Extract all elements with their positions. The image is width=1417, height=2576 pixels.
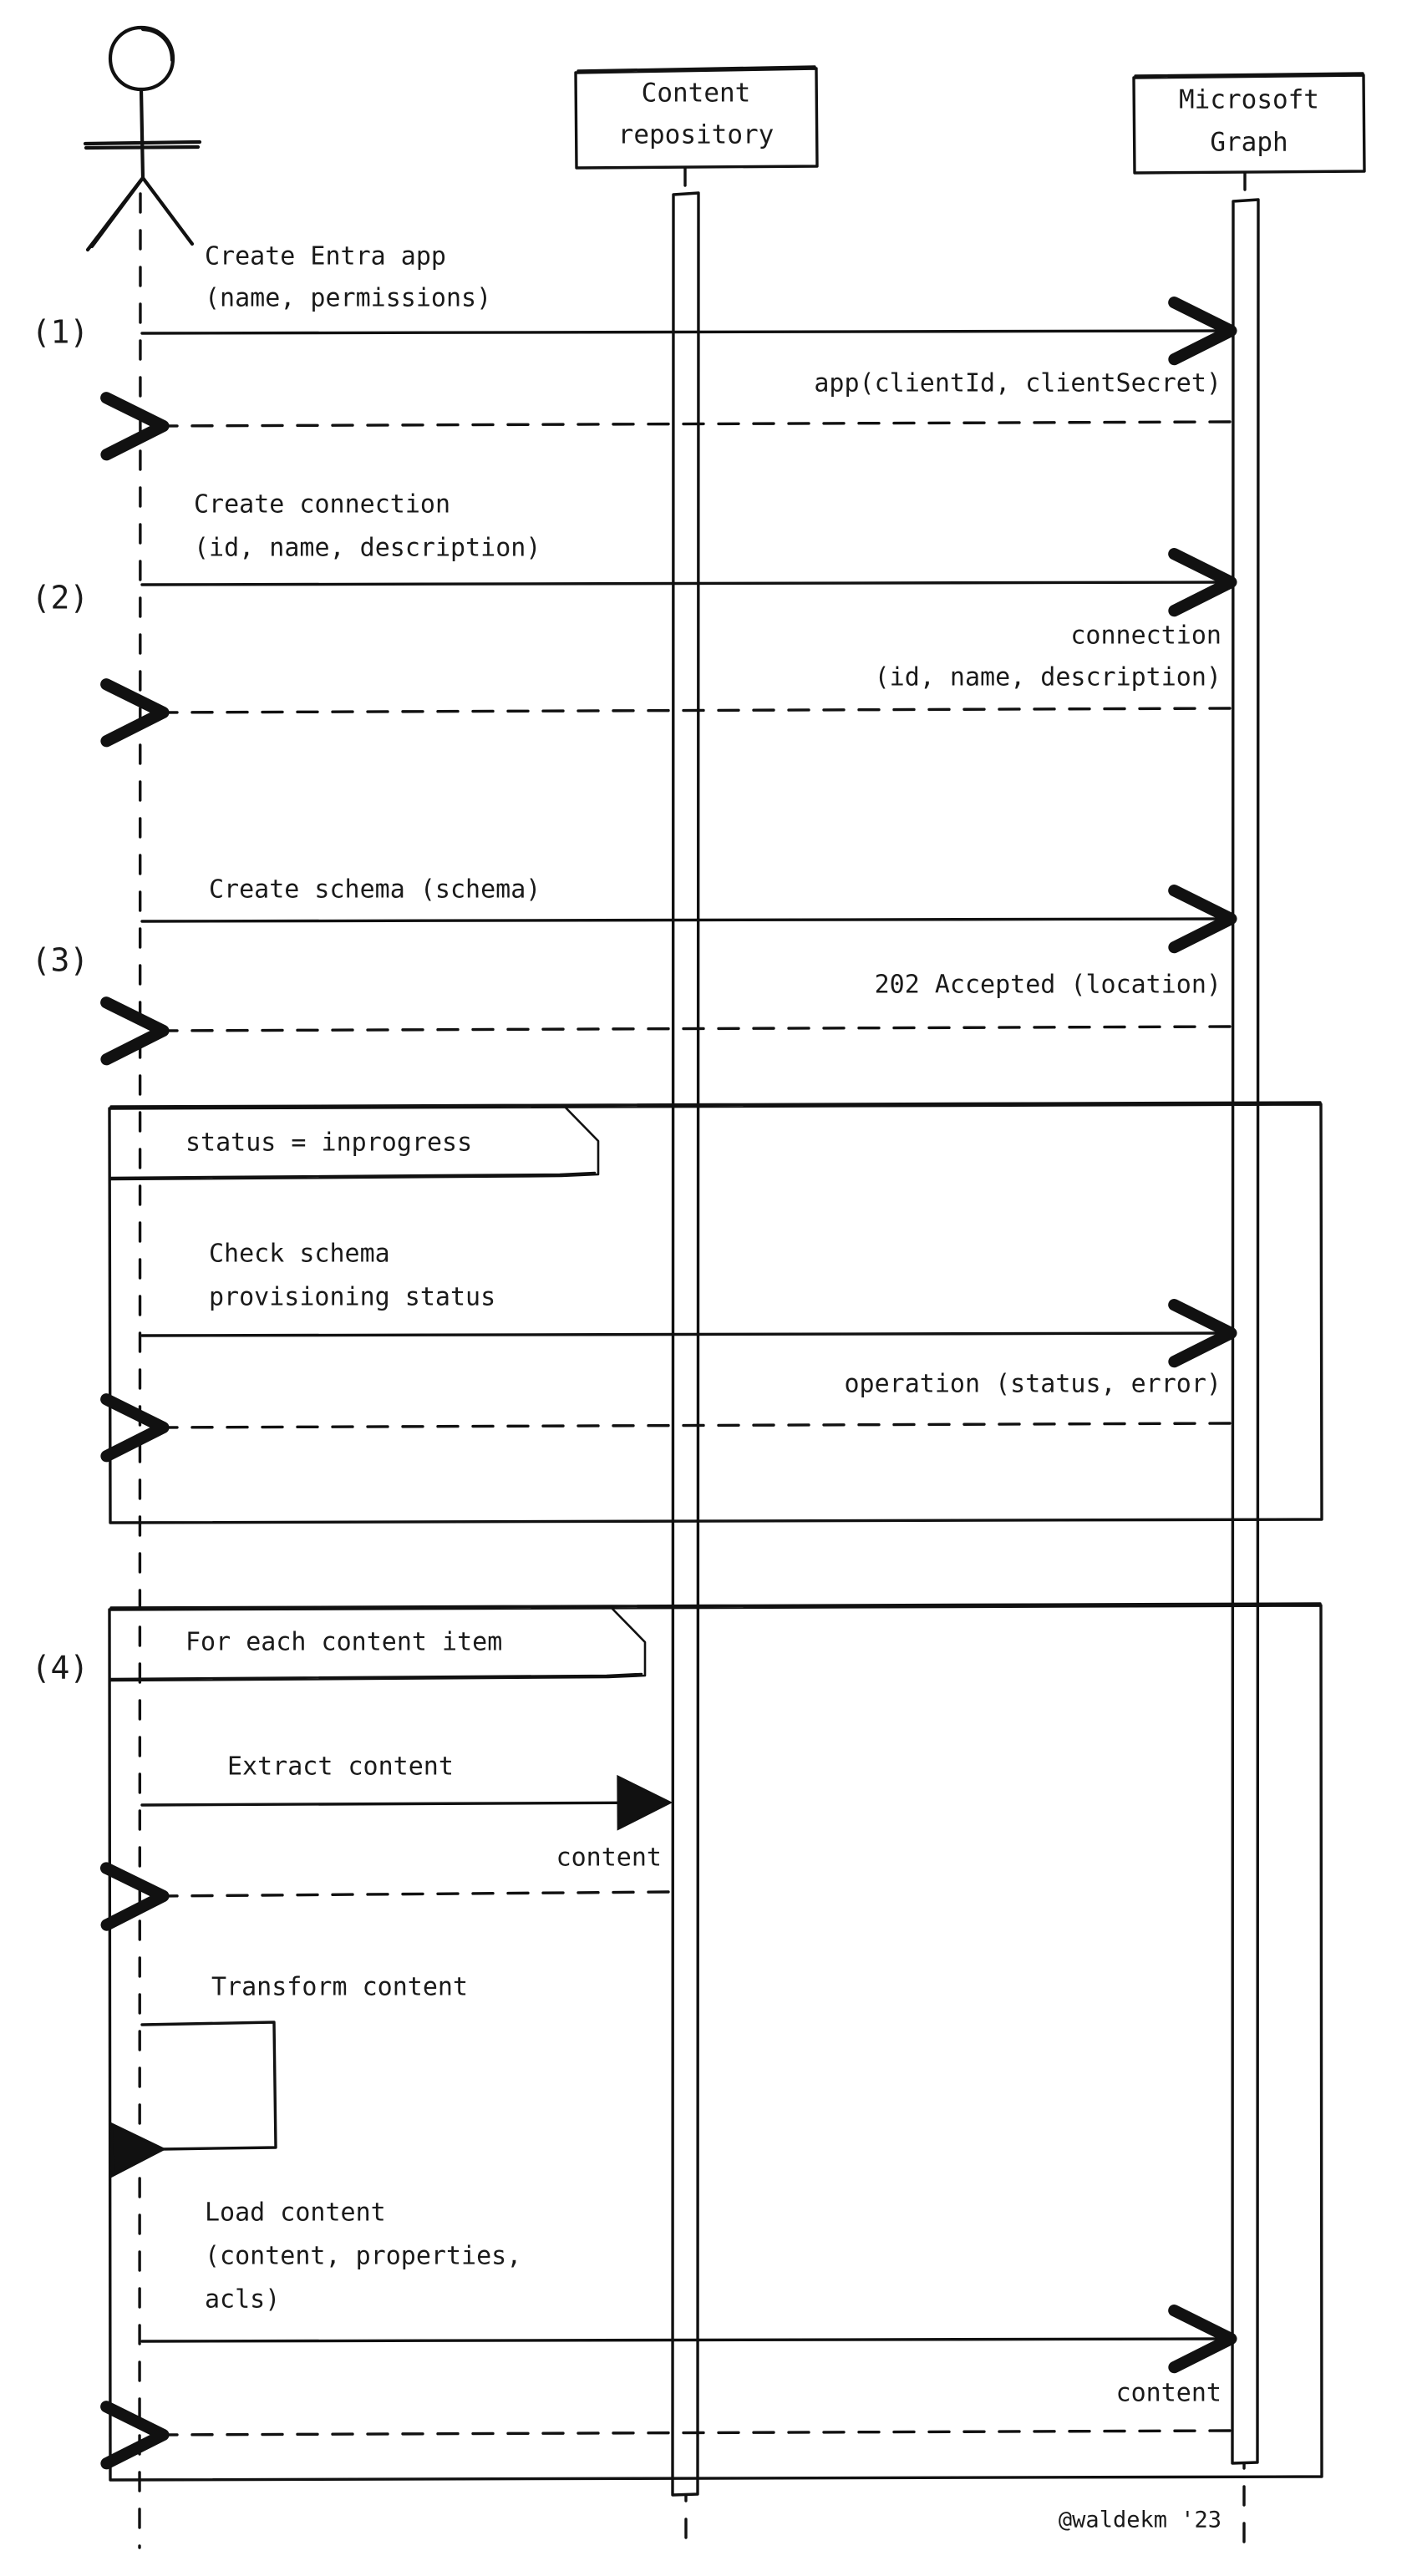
message-connection-response-line1: connection [1070,621,1221,651]
message-check-schema-status-line1: Check schema [209,1240,390,1269]
message-check-schema-status-line2: provisioning status [209,1283,495,1312]
message-extract-content[interactable]: Extract content [140,1752,673,1831]
message-create-entra-app-arrow [140,297,1237,366]
message-operation-status-label: operation (status, error) [844,1370,1221,1399]
message-connection-response-arrow [100,678,1232,748]
fragment-loop-items-label: For each content item [185,1628,502,1657]
message-check-schema-status-arrow [140,1299,1237,1368]
participant-repo[interactable]: Content repository [574,65,819,170]
message-extract-content-arrow [140,1774,673,1831]
message-app-credentials-arrow [100,392,1232,461]
fragment-loop-schema-label: status = inprogress [185,1128,472,1158]
actor-body-icon [139,87,145,180]
fragment-loop-schema-box [108,1101,1323,1524]
message-load-content[interactable]: Load content (content, properties, acls) [140,2198,1237,2374]
message-transform-content-label: Transform content [211,1973,468,2002]
step-number-4: (4) [32,1650,89,1686]
fragment-loop-schema: status = inprogress [108,1101,1323,1524]
message-extract-content-label: Extract content [227,1752,454,1782]
message-content-from-graph-arrow [100,2401,1232,2470]
fragment-loop-schema-label-tab [108,1103,600,1181]
message-202-accepted-arrow [100,996,1232,1066]
actor-arms-icon [83,139,202,150]
message-load-content-arrow [140,2305,1237,2374]
message-202-accepted-label: 202 Accepted (location) [875,971,1221,1000]
message-create-entra-app[interactable]: Create Entra app (name, permissions) [140,242,1237,366]
message-transform-content[interactable]: Transform content [110,1973,468,2178]
message-create-entra-app-line2: (name, permissions) [205,284,491,313]
message-load-content-line2: (content, properties, [205,2242,521,2271]
fragment-loop-items-box [108,1602,1323,2482]
step-number-3: (3) [32,942,89,979]
message-content-from-repo-arrow [99,1862,670,1931]
activation-repo [671,191,700,2497]
message-202-accepted[interactable]: 202 Accepted (location) [100,971,1232,1066]
step-number-1: (1) [32,314,89,351]
graph-label-line1: Microsoft [1179,85,1319,115]
message-create-connection-line2: (id, name, description) [194,534,541,563]
actor-head-icon [108,25,175,92]
participant-actor[interactable] [83,25,202,252]
graph-label-line2: Graph [1210,128,1287,158]
message-content-from-repo[interactable]: content [99,1843,670,1931]
step-numbers: (1) (2) (3) (4) [32,314,89,1686]
message-app-credentials-label: app(clientId, clientSecret) [814,369,1221,398]
message-transform-content-selfloop [110,2021,277,2178]
repo-label-line1: Content [642,79,751,109]
message-load-content-line1: Load content [205,2198,386,2228]
message-operation-status[interactable]: operation (status, error) [100,1370,1232,1463]
message-create-connection-line1: Create connection [194,490,450,520]
participant-graph[interactable]: Microsoft Graph [1132,72,1366,175]
activation-graph [1231,198,1260,2465]
watermark: @waldekm '23 [1059,2508,1221,2533]
repo-label-line2: repository [618,120,775,150]
fragment-loop-items-label-tab [108,1605,647,1682]
message-operation-status-arrow [100,1393,1232,1463]
message-create-schema-arrow [140,885,1237,954]
message-create-schema-label: Create schema (schema) [209,875,541,905]
message-create-schema[interactable]: Create schema (schema) [140,875,1237,954]
message-load-content-line3: acls) [205,2285,280,2315]
message-create-connection-arrow [140,548,1237,617]
graph-box [1132,72,1366,175]
message-content-from-repo-label: content [556,1843,662,1873]
message-connection-response[interactable]: connection (id, name, description) [100,621,1232,748]
message-create-connection[interactable]: Create connection (id, name, description… [140,490,1237,617]
repo-box [574,65,819,170]
message-check-schema-status[interactable]: Check schema provisioning status [140,1240,1237,1368]
message-app-credentials[interactable]: app(clientId, clientSecret) [100,369,1232,461]
message-content-from-graph[interactable]: content [100,2379,1232,2470]
step-number-2: (2) [32,580,89,616]
message-content-from-graph-label: content [1116,2379,1221,2408]
activation-bars [671,191,1260,2497]
fragment-loop-items: For each content item [108,1602,1323,2482]
message-connection-response-line2: (id, name, description) [875,663,1221,692]
message-create-entra-app-line1: Create Entra app [205,242,446,271]
actor-legs-icon [85,175,195,252]
